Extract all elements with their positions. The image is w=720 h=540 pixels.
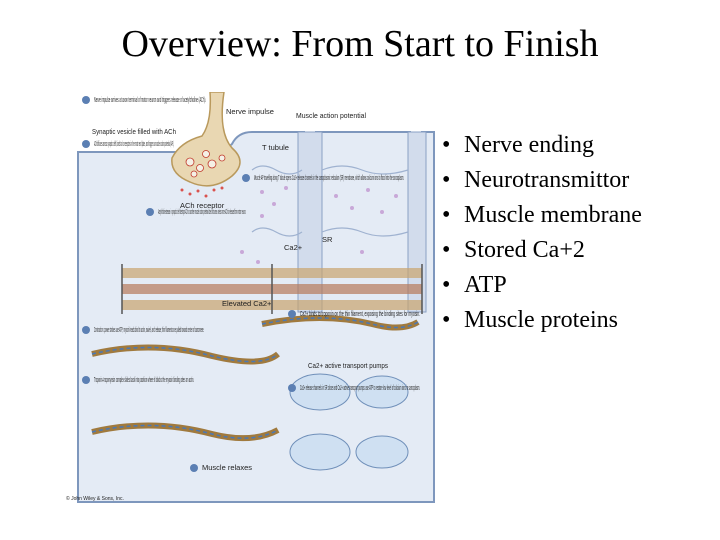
bullet-text: Neurotransmittor — [464, 167, 630, 193]
bullet-list: • Nerve ending • Neurotransmittor • Muscle … — [440, 128, 642, 338]
muscle-contraction-diagram: Nerve impulse arrives at axon terminal o… — [66, 92, 438, 504]
bullet-dot: • — [442, 202, 451, 228]
label-step5: Ca2+ binds to troponin on the thin filam… — [300, 309, 420, 318]
bullet-dot: • — [442, 167, 451, 193]
label-sr: SR — [322, 235, 333, 244]
bullet-item: • Nerve ending — [440, 128, 642, 163]
bullet-text: Muscle membrane — [464, 202, 642, 228]
bullet-text: Nerve ending — [464, 132, 594, 158]
bullet-text: ATP — [464, 272, 507, 298]
thin-filament-troponin — [261, 315, 420, 331]
sarcoplasmic-reticulum — [251, 165, 409, 237]
label-step1: Nerve impulse arrives at axon terminal o… — [94, 95, 206, 104]
label-ach-receptor: ACh receptor — [180, 201, 225, 210]
label-elevated-ca: Elevated Ca2+ — [222, 299, 272, 308]
label-step8: Ca2+ release channels in SR close and Ca… — [300, 383, 420, 392]
bullet-text: Muscle proteins — [464, 307, 618, 333]
bullet-item: • Neurotransmittor — [440, 163, 642, 198]
label-synaptic-vesicle: Synaptic vesicle filled with ACh — [92, 127, 176, 136]
thin-filament-relax — [91, 422, 280, 442]
slide-title: Overview: From Start to Finish — [121, 23, 599, 65]
myofibrils — [121, 264, 423, 314]
label-t-tubule: T tubule — [262, 143, 289, 152]
calcium-pumps — [289, 373, 409, 471]
label-ca-pumps: Ca2+ active transport pumps — [308, 361, 388, 370]
label-step3: Acetylcholinesterase in synaptic cleft d… — [158, 207, 246, 216]
label-step2: ACh diffuses across synaptic cleft, bind… — [94, 139, 174, 148]
bullet-dot: • — [442, 132, 451, 158]
step-badges — [82, 96, 296, 472]
bullet-dot: • — [442, 307, 451, 333]
label-ca: Ca2+ — [284, 243, 303, 252]
label-step9: Muscle relaxes — [202, 463, 252, 472]
label-muscle-ap: Muscle action potential — [296, 111, 366, 120]
bullet-item: • Stored Ca+2 — [440, 233, 642, 268]
label-step4: Muscle AP travelling along T tubule open… — [254, 173, 404, 182]
bullet-item: • ATP — [440, 268, 642, 303]
t-tubule-left — [297, 131, 323, 313]
label-step6: Contraction: power strokes use ATP; myos… — [94, 325, 204, 334]
synaptic-vesicles — [185, 150, 226, 178]
label-step7: Troponin–tropomyosin complex slides back… — [94, 375, 194, 384]
bullet-item: • Muscle membrane — [440, 198, 642, 233]
bullet-dot: • — [442, 272, 451, 298]
label-nerve-impulse: Nerve impulse — [226, 107, 274, 116]
ach-molecules — [180, 186, 224, 198]
bullet-dot: • — [442, 237, 451, 263]
calcium-ions — [240, 186, 398, 264]
bullet-item: • Muscle proteins — [440, 303, 642, 338]
thin-filament-contraction — [91, 344, 280, 365]
bullet-text: Stored Ca+2 — [464, 237, 585, 263]
label-credit: © John Wiley & Sons, Inc. — [66, 495, 124, 502]
